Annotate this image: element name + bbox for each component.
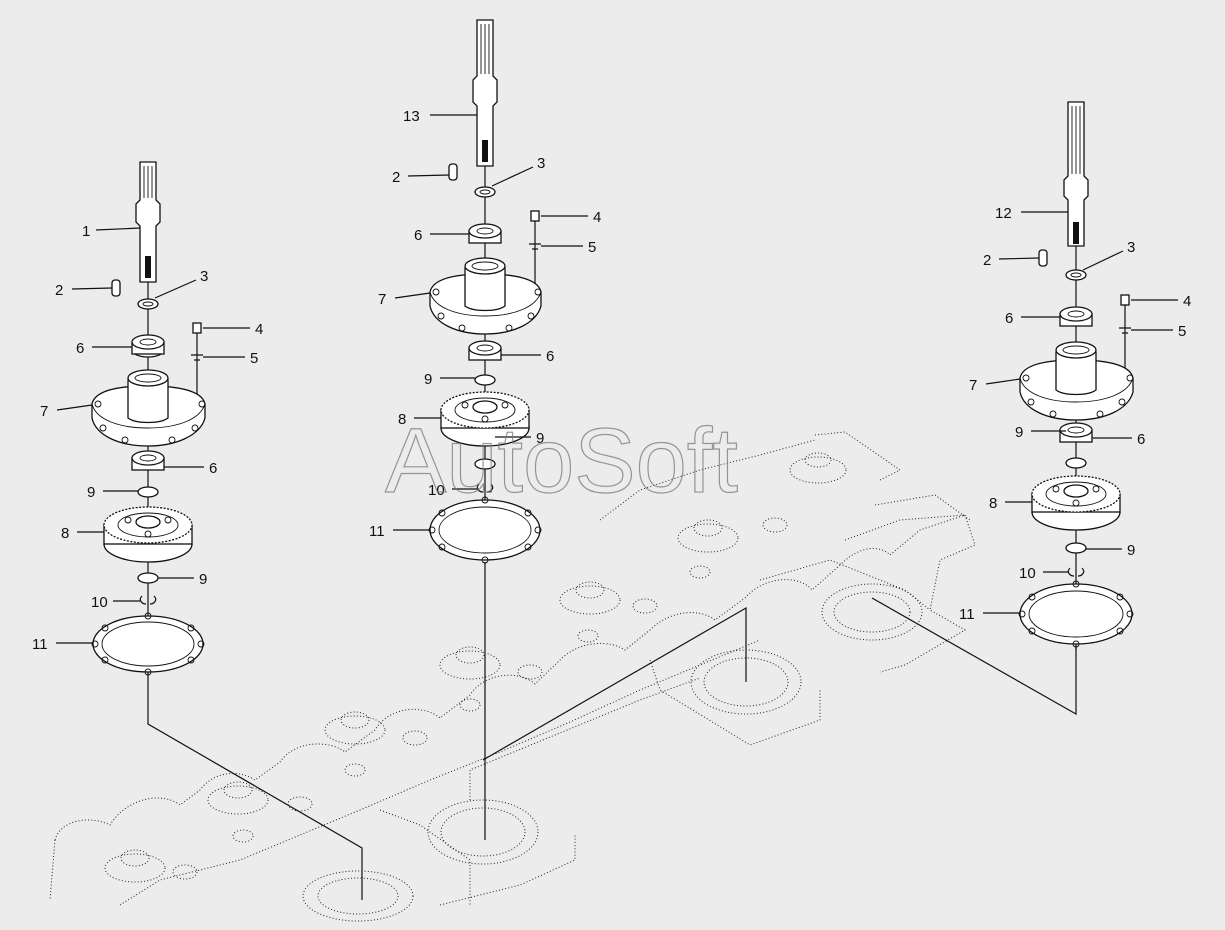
gear-8	[1031, 475, 1121, 531]
bearing-6-bottom	[1059, 422, 1093, 443]
ring-9-bottom	[474, 458, 496, 470]
assembly-right: 12 2 3 4 5 6 7 6 9 8 9 10 11	[871, 101, 1191, 716]
callout-5: 5	[588, 239, 596, 256]
callout-6-bottom: 6	[546, 348, 554, 365]
callout-4: 4	[593, 209, 601, 226]
callout-3: 3	[537, 155, 545, 172]
housing-boss-5	[559, 581, 658, 643]
key-2	[111, 279, 121, 297]
gear-8	[440, 391, 530, 447]
callout-7: 7	[969, 377, 977, 394]
callout-8: 8	[989, 495, 997, 512]
callout-6-bottom: 6	[1137, 431, 1145, 448]
bolt-4	[1120, 294, 1130, 372]
callout-7: 7	[40, 403, 48, 420]
callout-9-top: 9	[87, 484, 95, 501]
lock-5	[529, 243, 541, 250]
assembly-center: 13 2 3 4 5 6 7 6 9 8 9 10 11	[369, 19, 601, 840]
callout-10: 10	[428, 482, 445, 499]
ring-9-top	[137, 486, 159, 498]
bearing-6-top	[131, 334, 165, 358]
callout-13: 13	[403, 108, 420, 125]
callout-3: 3	[1127, 239, 1135, 256]
callout-9-top: 9	[424, 371, 432, 388]
callout-2: 2	[392, 169, 400, 186]
callout-8: 8	[398, 411, 406, 428]
assembly-guide-lines	[482, 606, 747, 761]
lock-5	[1119, 327, 1131, 334]
housing-seat-right-2	[821, 583, 923, 641]
gasket-11	[91, 612, 205, 676]
callout-11: 11	[959, 606, 975, 623]
callout-9-bottom: 9	[536, 430, 544, 447]
callout-7: 7	[378, 291, 386, 308]
callout-9-bottom: 9	[1127, 542, 1135, 559]
callout-1: 1	[82, 223, 90, 240]
snap-ring-10	[476, 483, 494, 493]
callout-5: 5	[1178, 323, 1186, 340]
callout-4: 4	[255, 321, 263, 338]
ring-9-top	[1065, 457, 1087, 469]
housing-boss-1	[104, 849, 198, 883]
housing-boss-2	[207, 781, 313, 843]
callout-9-top: 9	[1015, 424, 1023, 441]
gasket-11	[1018, 580, 1134, 648]
bolt-4	[192, 322, 202, 398]
callout-10: 10	[91, 594, 108, 611]
ring-9-top	[474, 374, 496, 386]
bearing-6-top	[468, 223, 502, 244]
key-2	[1038, 249, 1048, 267]
assembly-left: 1 2 3 4 5 6 7 6 9 8 9 10 11	[32, 161, 363, 900]
callout-5: 5	[250, 350, 258, 367]
callout-11: 11	[32, 636, 48, 653]
shaft-1	[135, 161, 161, 283]
housing-boss-3	[324, 711, 428, 777]
housing-boss-4	[439, 646, 543, 712]
gear-8	[103, 506, 193, 563]
callout-12: 12	[995, 205, 1012, 222]
watermark: AutoSoft	[385, 410, 738, 512]
shaft-12	[1063, 101, 1089, 247]
gearbox-housing	[49, 431, 976, 922]
bearing-6-bottom	[468, 340, 502, 361]
snap-ring-10	[1067, 567, 1085, 577]
housing-seat-center	[427, 799, 539, 865]
callout-6-top: 6	[1005, 310, 1013, 327]
washer-3	[137, 298, 159, 310]
callout-10: 10	[1019, 565, 1036, 582]
callout-2: 2	[55, 282, 63, 299]
key-2	[448, 163, 458, 181]
bearing-6-top	[1059, 306, 1093, 327]
ring-9-bottom	[137, 572, 159, 584]
housing-seat-left	[302, 870, 414, 922]
housing-boss-6	[677, 517, 788, 579]
housing-7	[429, 257, 542, 335]
housing-7	[1019, 341, 1134, 421]
snap-ring-10	[139, 595, 157, 605]
callout-6-top: 6	[76, 340, 84, 357]
callout-11: 11	[369, 523, 385, 540]
callout-6-top: 6	[414, 227, 422, 244]
callout-4: 4	[1183, 293, 1191, 310]
housing-boss-7	[789, 452, 847, 484]
callout-2: 2	[983, 252, 991, 269]
washer-3	[1065, 269, 1087, 281]
washer-3	[474, 186, 496, 198]
housing-7	[91, 369, 206, 447]
callout-8: 8	[61, 525, 69, 542]
callout-3: 3	[200, 268, 208, 285]
callout-9-bottom: 9	[199, 571, 207, 588]
callout-6-bottom: 6	[209, 460, 217, 477]
lock-5	[191, 354, 203, 361]
ring-9-bottom	[1065, 542, 1087, 554]
shaft-13	[472, 19, 498, 167]
bearing-6-bottom	[131, 450, 165, 471]
bolt-4	[530, 210, 540, 288]
